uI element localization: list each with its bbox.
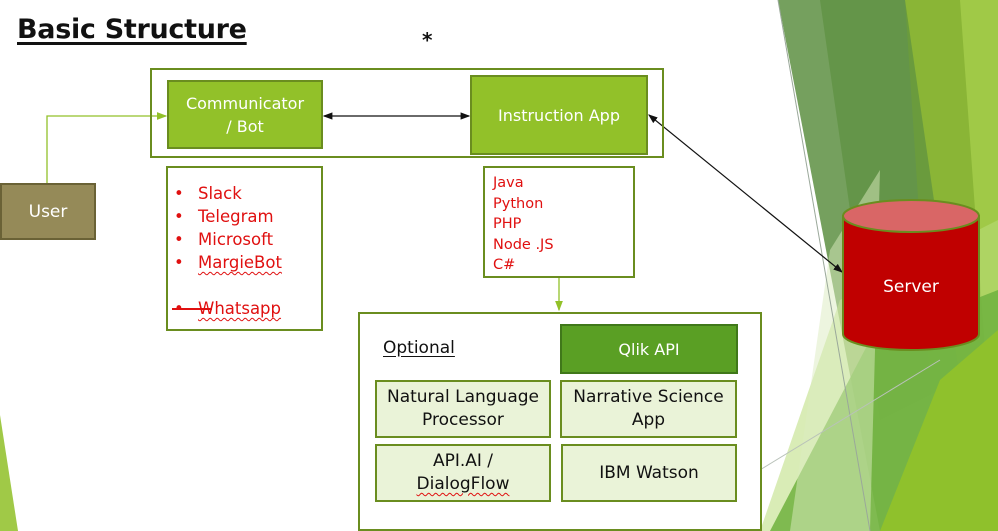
- server-node[interactable]: [840, 196, 982, 356]
- bg-shape-9: [0, 415, 18, 531]
- instruction-app-node[interactable]: Instruction App: [470, 75, 648, 155]
- narrative-science-node[interactable]: Narrative Science App: [560, 380, 737, 438]
- language-item: Java: [493, 175, 524, 191]
- core-components-frame: [150, 68, 664, 158]
- nlp-label-line-2: Processor: [422, 410, 504, 430]
- nlp-node[interactable]: Natural Language Processor: [375, 380, 551, 438]
- nlp-label-line-1: Natural Language: [386, 387, 539, 407]
- qlik-api-label: Qlik API: [618, 339, 680, 359]
- communicator-option: Microsoft: [168, 228, 321, 251]
- communicator-label-line-1: Communicator: [185, 93, 305, 113]
- apiai-dialogflow-node[interactable]: API.AI / DialogFlow: [375, 444, 551, 502]
- narrative-label-line-2: App: [631, 410, 666, 430]
- qlik-api-node[interactable]: Qlik API: [560, 324, 738, 374]
- spellcheck-flagged-text: Whatsapp: [198, 299, 282, 318]
- communicator-options-box: Slack Telegram Microsoft MargieBot Whats…: [166, 166, 323, 331]
- narrative-label-line-1: Narrative Science: [573, 387, 724, 407]
- language-item: Node .JS: [493, 236, 554, 253]
- user-node[interactable]: User: [0, 183, 96, 240]
- spellcheck-flagged-text: MargieBot: [198, 253, 282, 272]
- communicator-option: MargieBot: [168, 251, 321, 274]
- apiai-label-line-2: DialogFlow: [416, 474, 510, 494]
- language-item: PHP: [493, 216, 522, 232]
- language-item: Python: [493, 195, 544, 212]
- instruction-app-label: Instruction App: [498, 105, 620, 125]
- server-cylinder-body: [842, 215, 980, 351]
- asterisk-mark: *: [422, 28, 433, 52]
- apiai-label-line-1: API.AI /: [432, 451, 494, 471]
- communicator-option-struck: Whatsapp: [168, 297, 321, 320]
- strikethrough-line: [172, 308, 212, 310]
- slide-title: Basic Structure: [17, 14, 247, 45]
- ibm-watson-node[interactable]: IBM Watson: [561, 444, 737, 502]
- languages-list: Java Python PHP Node .JS C#: [493, 173, 633, 276]
- server-cylinder-top: [842, 199, 980, 233]
- bg-shape-7: [880, 330, 998, 531]
- communicator-option: Slack: [168, 182, 321, 205]
- communicator-label-line-2: / Bot: [226, 116, 264, 136]
- user-label: User: [28, 201, 68, 222]
- languages-box: Java Python PHP Node .JS C#: [483, 166, 635, 278]
- communicator-option: Telegram: [168, 205, 321, 228]
- communicator-options-list: Slack Telegram Microsoft MargieBot Whats…: [168, 182, 321, 320]
- optional-heading: Optional: [383, 338, 455, 358]
- communicator-bot-node[interactable]: Communicator / Bot: [167, 80, 323, 149]
- language-item: C#: [493, 257, 516, 273]
- ibm-watson-label: IBM Watson: [599, 462, 699, 483]
- server-label: Server: [883, 277, 939, 297]
